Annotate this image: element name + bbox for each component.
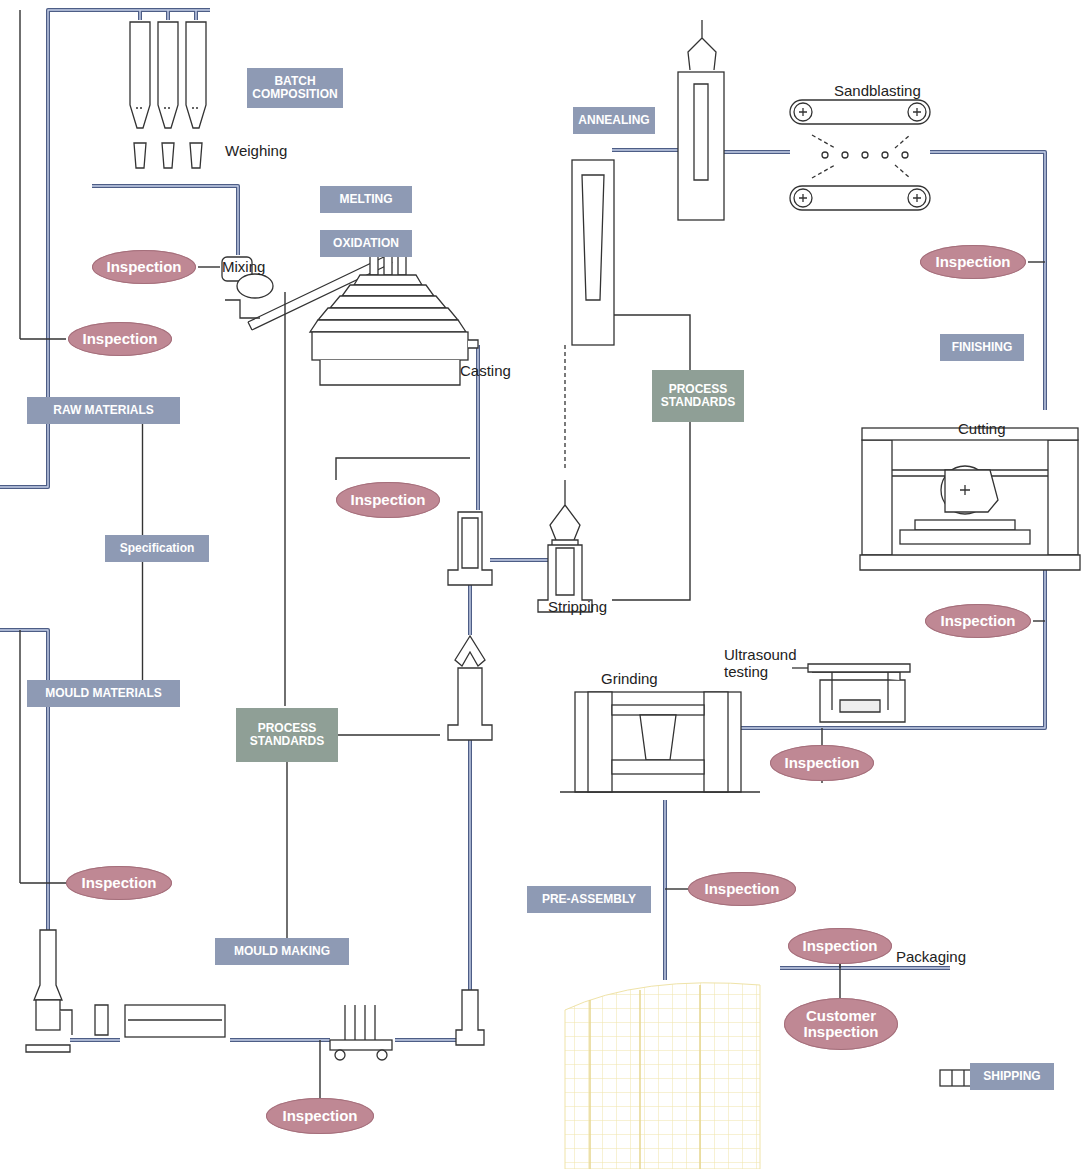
node-text: PROCESS STANDARDS (657, 383, 739, 409)
node-text: MOULD MAKING (234, 945, 330, 958)
connector-line (142, 562, 143, 680)
step-label: Stripping (548, 598, 607, 615)
batch-hoppers (130, 22, 206, 168)
pre-assembly-sketch (565, 983, 760, 1169)
inspection-ellipse: Inspection (336, 482, 440, 518)
node-text: FINISHING (952, 341, 1013, 354)
ultrasound-tank (792, 664, 910, 722)
stage-box: OXIDATION (320, 230, 412, 257)
stage-box: MELTING (320, 186, 412, 213)
step-label: Ultrasound testing (724, 646, 820, 681)
moulds (448, 512, 492, 1045)
leader-lines (20, 10, 1045, 1098)
node-text: Inspection (81, 875, 156, 892)
step-label: Weighing (225, 142, 287, 159)
node-text: PROCESS STANDARDS (241, 722, 333, 748)
step-label: Mixing (222, 258, 265, 275)
stage-box: MOULD MATERIALS (27, 680, 180, 707)
step-label: Sandblasting (834, 82, 921, 99)
connector-line (286, 762, 287, 938)
inspection-ellipse: Inspection (770, 745, 874, 781)
inspection-ellipse: Inspection (66, 866, 172, 900)
node-text: Inspection (106, 259, 181, 276)
node-text: Inspection (802, 938, 877, 955)
node-text: Inspection (82, 331, 157, 348)
inspection-ellipse: Inspection (920, 245, 1026, 279)
standards-box: PROCESS STANDARDS (236, 708, 338, 762)
stage-box: MOULD MAKING (215, 938, 349, 965)
grinding-machine (560, 692, 760, 792)
node-text: BATCH COMPOSITION (252, 75, 337, 101)
step-label: Packaging (896, 948, 966, 965)
node-text: OXIDATION (333, 237, 399, 250)
inspection-ellipse: Customer Inspection (784, 998, 898, 1050)
stage-box: PRE-ASSEMBLY (527, 886, 651, 913)
node-text: ANNEALING (578, 114, 649, 127)
step-label: Grinding (601, 670, 658, 687)
pipe-lines (0, 10, 1045, 1040)
node-text: Inspection (350, 492, 425, 509)
connector-line (142, 424, 143, 535)
sandblasting-machine (790, 100, 930, 210)
stage-box: SHIPPING (970, 1063, 1054, 1090)
inspection-ellipse: Inspection (92, 250, 196, 284)
node-text: Inspection (704, 881, 779, 898)
step-label: Casting (460, 362, 511, 379)
mould-making-machines (26, 930, 392, 1060)
node-text: Inspection (282, 1108, 357, 1125)
node-text: Inspection (940, 613, 1015, 630)
connector-line (839, 964, 840, 998)
node-text: PRE-ASSEMBLY (542, 893, 636, 906)
stripping-tongs (538, 345, 592, 612)
node-text: MELTING (339, 193, 392, 206)
annealing-kiln (572, 20, 724, 345)
node-text: Inspection (935, 254, 1010, 271)
node-text: Specification (120, 542, 195, 555)
melting-furnace (310, 240, 478, 385)
inspection-ellipse: Inspection (688, 872, 796, 906)
stage-box: Specification (105, 535, 209, 562)
inspection-ellipse: Inspection (68, 322, 172, 356)
stage-box: ANNEALING (573, 107, 654, 134)
node-text: RAW MATERIALS (53, 404, 153, 417)
step-label: Cutting (958, 420, 1006, 437)
stage-box: FINISHING (940, 334, 1024, 361)
cutting-machine (860, 428, 1080, 570)
node-text: Customer Inspection (794, 1008, 888, 1041)
node-text: MOULD MATERIALS (45, 687, 161, 700)
node-text: Inspection (784, 755, 859, 772)
stage-box: BATCH COMPOSITION (247, 68, 342, 108)
inspection-ellipse: Inspection (925, 604, 1031, 638)
standards-box: PROCESS STANDARDS (652, 370, 744, 422)
inspection-ellipse: Inspection (266, 1098, 374, 1134)
stage-box: RAW MATERIALS (27, 397, 180, 424)
inspection-ellipse: Inspection (788, 928, 892, 964)
node-text: SHIPPING (983, 1070, 1040, 1083)
